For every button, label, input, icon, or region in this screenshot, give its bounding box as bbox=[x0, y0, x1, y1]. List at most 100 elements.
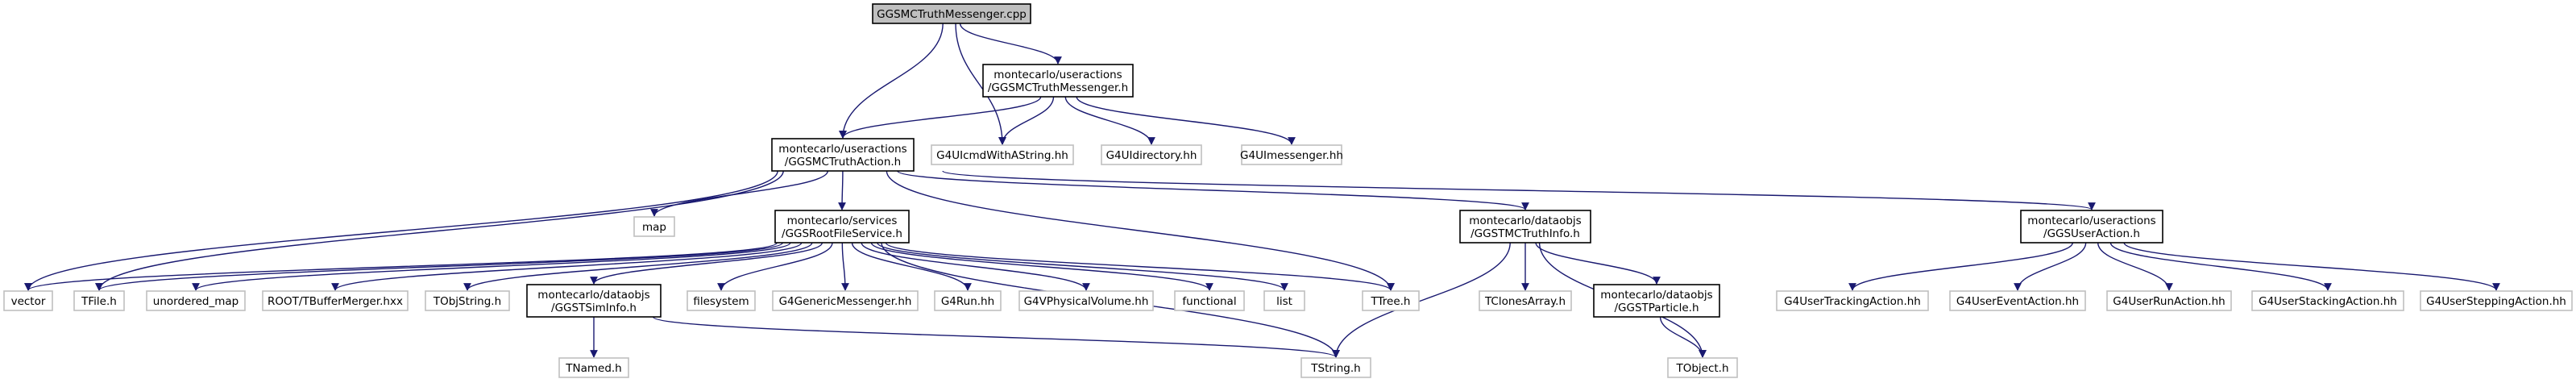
node-g4track: G4UserTrackingAction.hh bbox=[1776, 290, 1929, 311]
node-label: montecarlo/useractions bbox=[778, 143, 906, 156]
edge-msg_h-to-g4cmd bbox=[998, 96, 1055, 145]
node-box bbox=[1018, 290, 1154, 311]
edge-siminfo-to-tstring bbox=[652, 316, 1340, 358]
edge-rootfile-to-list bbox=[877, 242, 1288, 291]
node-list: list bbox=[1263, 290, 1305, 311]
node-box bbox=[146, 290, 246, 311]
node-box bbox=[931, 144, 1074, 165]
node-box bbox=[774, 210, 910, 244]
node-label: TFile.h bbox=[81, 295, 117, 308]
node-label: /GGSUserAction.h bbox=[2043, 227, 2140, 240]
node-label: G4UserSteppingAction.hh bbox=[2426, 295, 2566, 308]
node-box bbox=[2106, 290, 2232, 311]
node-label: /GGSMCTruthAction.h bbox=[785, 156, 901, 169]
node-label: vector bbox=[11, 295, 46, 308]
node-g4step: G4UserSteppingAction.hh bbox=[2420, 290, 2573, 311]
node-label: functional bbox=[1182, 295, 1236, 308]
edge-rootfile-to-tbuf bbox=[331, 242, 803, 291]
edge-useraction-to-g4urun bbox=[2097, 242, 2173, 291]
node-act_h[interactable]: montecarlo/useractions/GGSMCTruthAction.… bbox=[771, 138, 915, 172]
node-label: montecarlo/useractions bbox=[993, 69, 1122, 81]
node-box bbox=[1776, 290, 1929, 311]
node-fs: filesystem bbox=[687, 290, 756, 311]
node-label: montecarlo/dataobjs bbox=[1469, 214, 1581, 227]
edge-rootfile-to-g4run bbox=[851, 242, 972, 291]
node-umap: unordered_map bbox=[146, 290, 246, 311]
edge-truthinfo-to-tstring bbox=[1332, 242, 1511, 358]
edge-act_h-to-truthinfo bbox=[897, 170, 1529, 210]
node-label: G4UIdirectory.hh bbox=[1106, 149, 1197, 162]
node-box bbox=[2020, 210, 2163, 244]
node-useraction[interactable]: montecarlo/useractions/GGSUserAction.h bbox=[2020, 210, 2163, 244]
node-g4mess: G4UImessenger.hh bbox=[1240, 144, 1343, 165]
node-box bbox=[2420, 290, 2573, 311]
node-functional: functional bbox=[1174, 290, 1245, 311]
node-label: TObjString.h bbox=[433, 295, 501, 308]
edge-rootfile-to-g4gen bbox=[841, 242, 849, 291]
node-label: TNamed.h bbox=[565, 362, 622, 375]
node-rootfile[interactable]: montecarlo/services/GGSRootFileService.h bbox=[774, 210, 910, 244]
node-box bbox=[772, 290, 919, 311]
node-truthinfo[interactable]: montecarlo/dataobjs/GGSTMCTruthInfo.h bbox=[1459, 210, 1591, 244]
edge-rootfile-to-tobjstr bbox=[463, 242, 813, 291]
node-box bbox=[771, 138, 915, 172]
edge-rootfile-to-vector bbox=[24, 242, 778, 291]
node-box bbox=[872, 3, 1031, 24]
edge-root-to-act_h bbox=[839, 23, 944, 139]
node-tstring: TString.h bbox=[1300, 357, 1371, 378]
node-label: unordered_map bbox=[153, 295, 239, 308]
node-label: G4GenericMessenger.hh bbox=[779, 295, 912, 308]
node-label: /GGSTParticle.h bbox=[1614, 302, 1699, 314]
node-box bbox=[1263, 290, 1305, 311]
edge-useraction-to-g4track bbox=[1848, 242, 2073, 291]
node-label: /GGSTMCTruthInfo.h bbox=[1471, 227, 1580, 240]
node-box bbox=[1667, 357, 1738, 378]
node-box bbox=[982, 64, 1134, 98]
node-box bbox=[687, 290, 756, 311]
node-tclones: TClonesArray.h bbox=[1479, 290, 1572, 311]
node-box bbox=[934, 290, 1002, 311]
node-particle[interactable]: montecarlo/dataobjs/GGSTParticle.h bbox=[1593, 284, 1720, 318]
node-label: filesystem bbox=[693, 295, 749, 308]
edge-useraction-to-g4step bbox=[2123, 242, 2500, 291]
node-box bbox=[2251, 290, 2404, 311]
node-g4event: G4UserEventAction.hh bbox=[1949, 290, 2086, 311]
node-box bbox=[633, 216, 675, 237]
edge-rootfile-to-tfile bbox=[95, 242, 783, 291]
edge-rootfile-to-ttree bbox=[885, 242, 1395, 291]
node-label: G4VPhysicalVolume.hh bbox=[1024, 295, 1149, 308]
node-g4gen: G4GenericMessenger.hh bbox=[772, 290, 919, 311]
edge-msg_h-to-g4dir bbox=[1064, 96, 1155, 145]
edge-act_h-to-ttree bbox=[886, 170, 1395, 291]
node-msg_h[interactable]: montecarlo/useractions/GGSMCTruthMesseng… bbox=[982, 64, 1134, 98]
edge-root-to-msg_h bbox=[959, 23, 1062, 65]
edge-root-to-g4cmd bbox=[955, 23, 1006, 145]
node-label: TObject.h bbox=[1675, 362, 1728, 375]
node-box bbox=[526, 284, 662, 318]
edge-rootfile-to-fs bbox=[717, 242, 833, 291]
node-tobjstr: TObjString.h bbox=[425, 290, 510, 311]
node-g4cmd: G4UIcmdWithAString.hh bbox=[931, 144, 1074, 165]
node-label: /GGSMCTruthMessenger.h bbox=[988, 81, 1128, 94]
edge-act_h-to-vector bbox=[24, 170, 778, 291]
edge-rootfile-to-umap bbox=[192, 242, 791, 291]
node-siminfo[interactable]: montecarlo/dataobjs/GGSTSimInfo.h bbox=[526, 284, 662, 318]
node-label: /GGSTSimInfo.h bbox=[551, 302, 637, 314]
node-box bbox=[1593, 284, 1720, 318]
node-label: G4Run.hh bbox=[941, 295, 994, 308]
node-box bbox=[558, 357, 629, 378]
node-label: montecarlo/useractions bbox=[2027, 214, 2155, 227]
node-ttree: TTree.h bbox=[1362, 290, 1420, 311]
node-tfile: TFile.h bbox=[73, 290, 125, 311]
edge-rootfile-to-siminfo bbox=[590, 242, 823, 285]
node-box bbox=[1241, 144, 1342, 165]
node-g4dir: G4UIdirectory.hh bbox=[1101, 144, 1202, 165]
node-root[interactable]: GGSMCTruthMessenger.cpp bbox=[872, 3, 1031, 24]
node-label: G4UserEventAction.hh bbox=[1956, 295, 2079, 308]
node-box bbox=[1101, 144, 1202, 165]
node-box bbox=[73, 290, 125, 311]
node-box bbox=[425, 290, 510, 311]
edge-truthinfo-to-particle bbox=[1535, 242, 1661, 285]
node-vector: vector bbox=[3, 290, 53, 311]
node-box bbox=[1300, 357, 1371, 378]
